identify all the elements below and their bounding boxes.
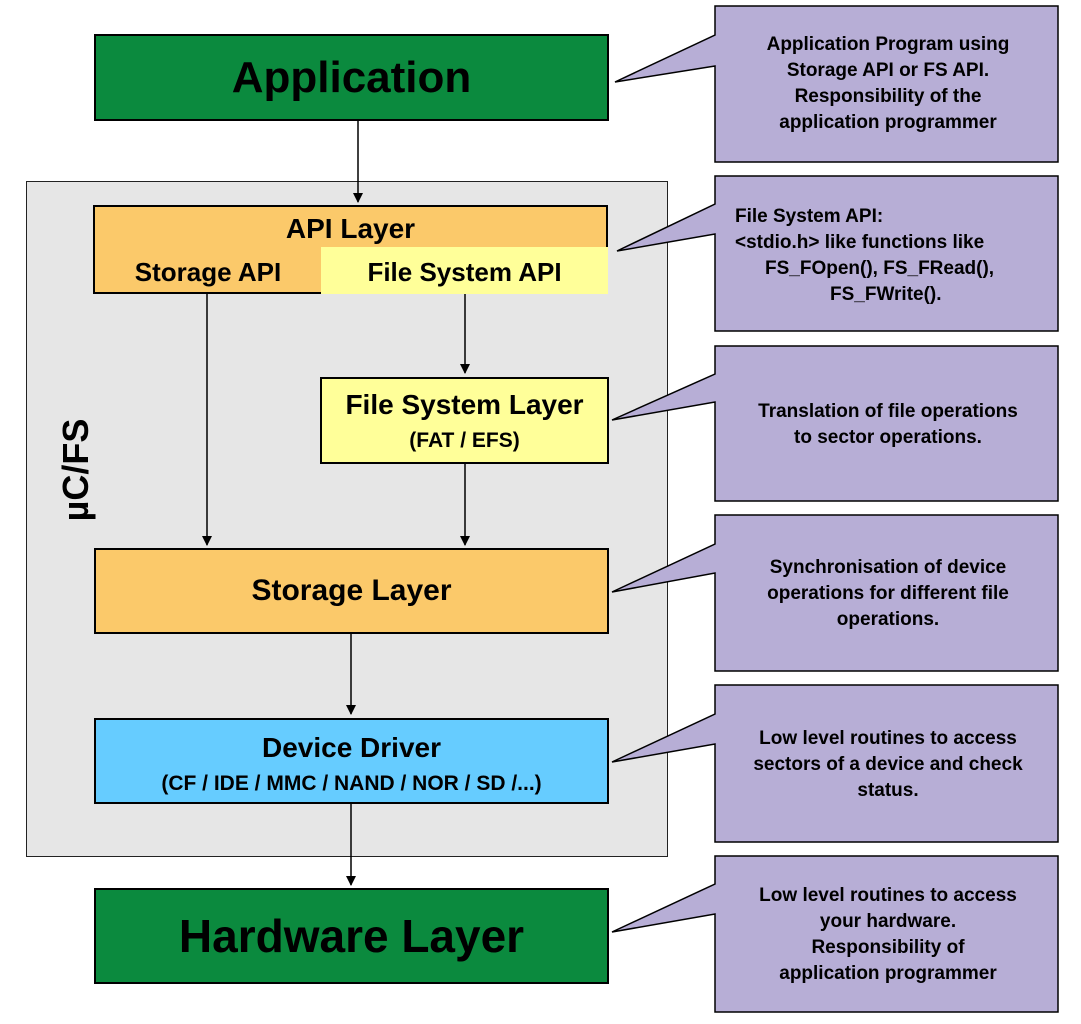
callout-line: Application Program using <box>766 34 1010 55</box>
callout-line: status. <box>857 780 919 801</box>
callout-line: File System API: <box>735 206 884 227</box>
callout-line: operations for different file <box>767 583 1009 604</box>
callout-hardware-shape <box>611 855 1059 1013</box>
fs-layer-box: File System Layer (FAT / EFS) <box>320 377 609 464</box>
hardware-layer-label: Hardware Layer <box>178 910 525 962</box>
callout-line: Responsibility of the <box>794 86 982 107</box>
callout-line: your hardware. <box>819 911 957 932</box>
callout-driver-text: Low level routines to access sectors of … <box>720 726 1056 804</box>
callout-line: Translation of file operations <box>758 401 1018 422</box>
storage-api-label: Storage API <box>134 257 282 287</box>
storage-layer-box: Storage Layer <box>94 548 609 634</box>
callout-shapes <box>611 5 1059 1013</box>
callout-line: Storage API or FS API. <box>786 60 990 81</box>
callout-storage-text: Synchronisation of device operations for… <box>720 555 1056 633</box>
callout-line: Low level routines to access <box>759 885 1017 906</box>
callout-line: <stdio.h> like functions like <box>735 232 985 253</box>
callout-application-text: Application Program using Storage API or… <box>720 32 1056 136</box>
device-driver-subtitle: (CF / IDE / MMC / NAND / NOR / SD /...) <box>161 772 542 795</box>
callout-api-text: File System API: <stdio.h> like function… <box>735 204 1055 308</box>
callout-line: Synchronisation of device <box>769 557 1007 578</box>
fs-layer-title: File System Layer <box>345 389 584 420</box>
hardware-layer-box: Hardware Layer <box>94 888 609 984</box>
fs-layer-subtitle: (FAT / EFS) <box>409 429 520 452</box>
callout-api-shape <box>616 175 1059 332</box>
application-label: Application <box>231 52 472 102</box>
callout-line: sectors of a device and check <box>753 754 1023 775</box>
callout-application-shape <box>614 5 1059 163</box>
storage-layer-label: Storage Layer <box>251 574 452 607</box>
fs-api-label: File System API <box>367 257 562 287</box>
callout-line: application programmer <box>779 963 997 984</box>
callout-fs-text: Translation of file operations to sector… <box>720 399 1056 451</box>
api-layer-box: API Layer Storage API File System API <box>93 205 608 294</box>
callout-line: application programmer <box>779 112 997 133</box>
callout-hardware-text: Low level routines to access your hardwa… <box>720 883 1056 987</box>
callout-line: to sector operations. <box>794 427 982 448</box>
callout-fs-shape <box>611 345 1059 502</box>
callout-storage-shape <box>611 514 1059 672</box>
application-box: Application <box>94 34 609 121</box>
callout-line: FS_FWrite(). <box>830 284 942 305</box>
callout-line: operations. <box>836 609 940 630</box>
callout-line: FS_FOpen(), FS_FRead(), <box>765 258 995 279</box>
callout-line: Responsibility of <box>811 937 965 958</box>
fs-api-region <box>321 247 608 294</box>
callout-line: Low level routines to access <box>759 728 1017 749</box>
device-driver-title: Device Driver <box>261 732 441 763</box>
callout-driver-shape <box>611 684 1059 843</box>
api-layer-title: API Layer <box>285 213 416 244</box>
device-driver-box: Device Driver (CF / IDE / MMC / NAND / N… <box>94 718 609 804</box>
